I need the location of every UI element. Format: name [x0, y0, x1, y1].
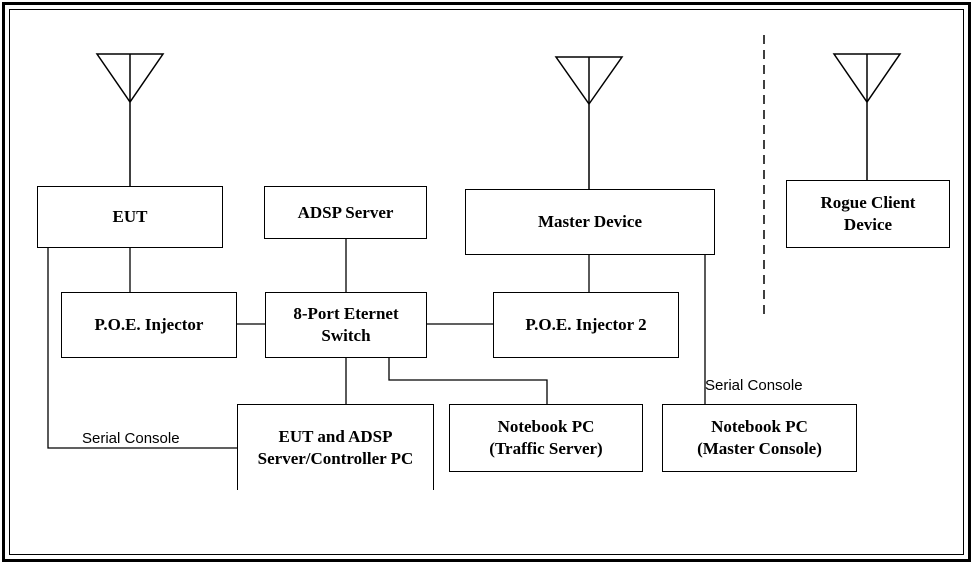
poe-injector-2-label: P.O.E. Injector 2: [525, 315, 647, 334]
poe-injector-label: P.O.E. Injector: [94, 315, 204, 334]
serial-console-right-label: Serial Console: [705, 377, 803, 394]
traffic-server-box: Notebook PC (Traffic Server): [449, 404, 643, 472]
antenna-master-icon: [554, 56, 624, 189]
serial-console-left-label: Serial Console: [82, 430, 180, 447]
rogue-client-label: Rogue Client Device: [820, 193, 916, 234]
eut-label: EUT: [112, 207, 148, 226]
rogue-client-box: Rogue Client Device: [786, 180, 950, 248]
master-device-label: Master Device: [538, 212, 642, 231]
controller-pc-box: EUT and ADSP Server/Controller PC: [237, 404, 434, 490]
controller-pc-label: EUT and ADSP Server/Controller PC: [257, 426, 414, 468]
poe-injector-box: P.O.E. Injector: [61, 292, 237, 358]
link-serial-console-left: [47, 248, 237, 449]
traffic-server-label: Notebook PC (Traffic Server): [489, 417, 603, 458]
master-device-box: Master Device: [465, 189, 715, 255]
ethernet-switch-box: 8-Port Eternet Switch: [265, 292, 427, 358]
antenna-rogue-icon: [832, 53, 902, 180]
ethernet-switch-label: 8-Port Eternet Switch: [293, 304, 399, 345]
inner-frame: [9, 9, 964, 555]
antenna-eut-icon: [95, 53, 165, 186]
adsp-server-label: ADSP Server: [297, 202, 394, 222]
master-console-box: Notebook PC (Master Console): [662, 404, 857, 472]
poe-injector-2-box: P.O.E. Injector 2: [493, 292, 679, 358]
link-switch-traffic: [388, 358, 548, 404]
eut-box: EUT: [37, 186, 223, 248]
adsp-server-box: ADSP Server: [264, 186, 427, 239]
master-console-label: Notebook PC (Master Console): [697, 417, 822, 458]
